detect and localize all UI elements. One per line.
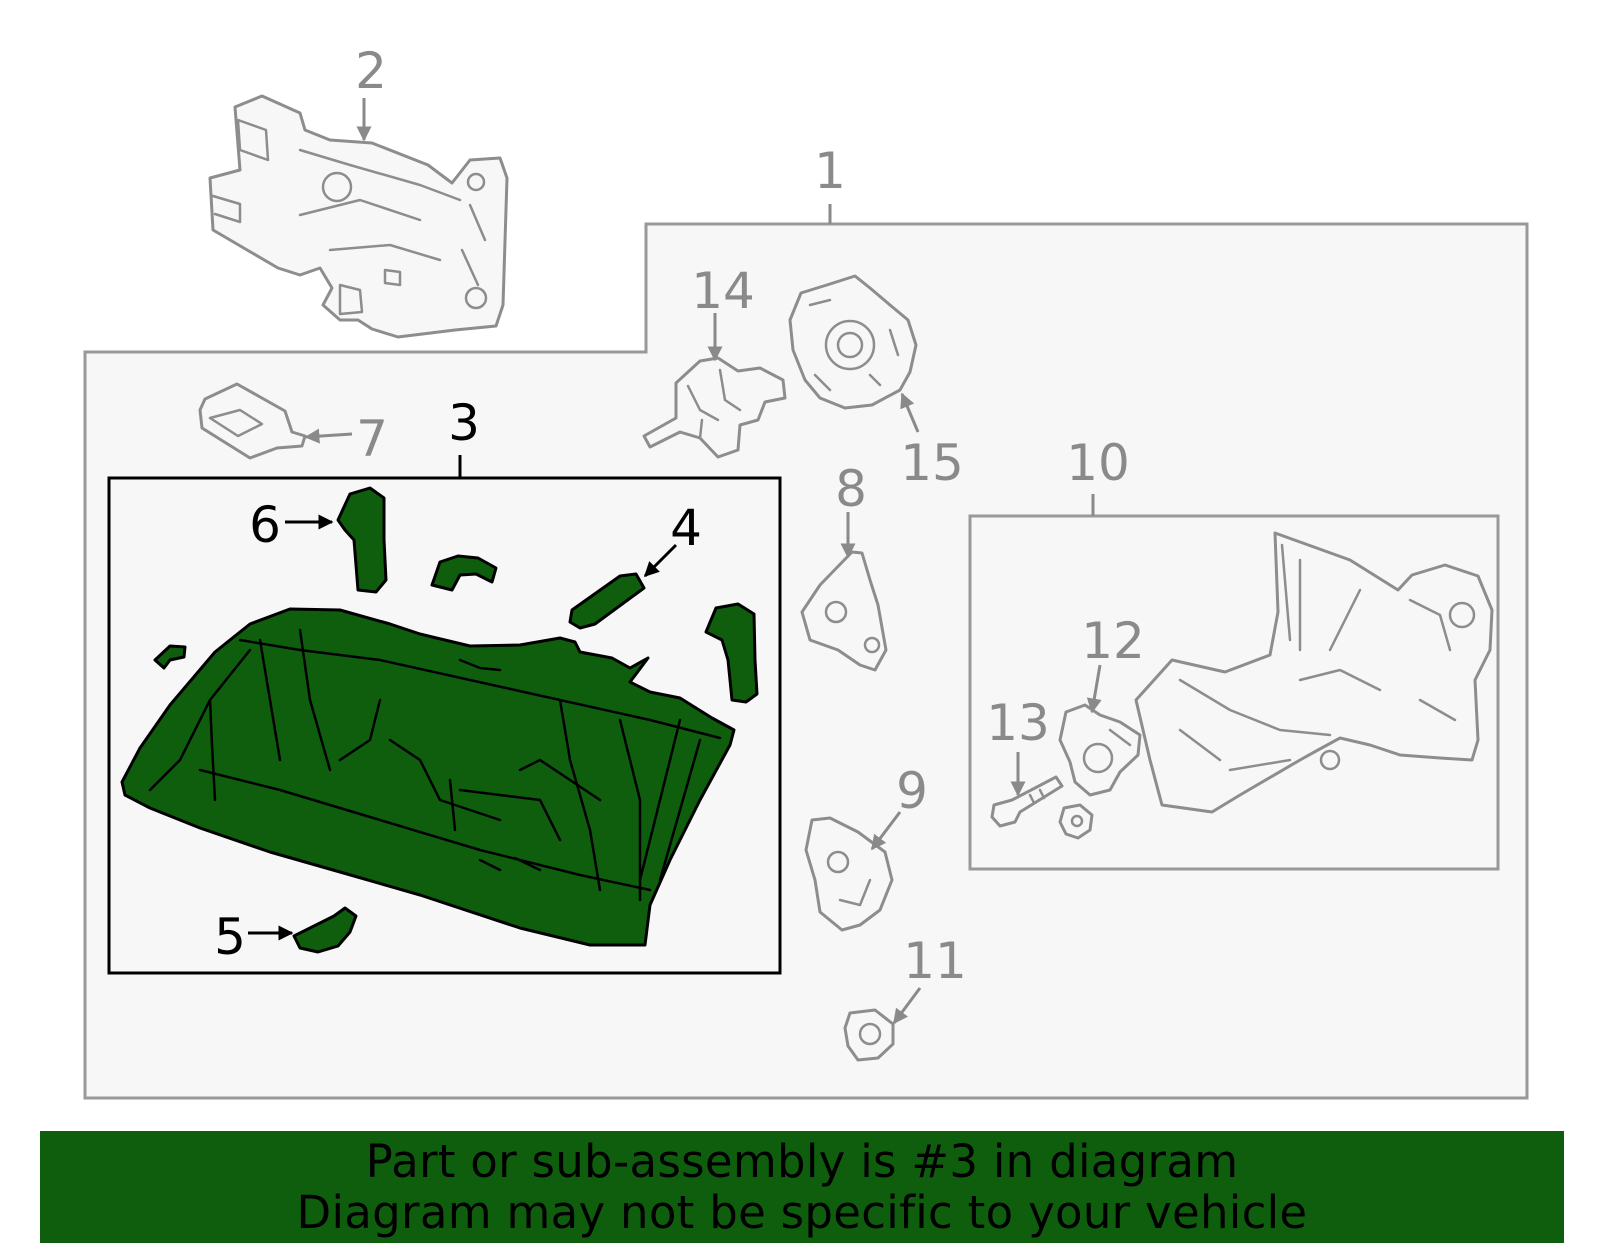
subassembly-frame-3: 3 6 4 5: [107, 394, 782, 975]
callout-6: 6: [249, 496, 281, 554]
part-15-socket: 15: [788, 274, 964, 492]
callout-3: 3: [448, 394, 480, 452]
callout-10: 10: [1066, 434, 1130, 492]
callout-14: 14: [691, 262, 755, 320]
callout-1: 1: [814, 142, 846, 200]
part-8-bracket: 8: [800, 460, 888, 672]
callout-12: 12: [1081, 612, 1145, 670]
callout-11: 11: [903, 932, 967, 990]
callout-5: 5: [214, 908, 246, 966]
callout-13: 13: [986, 694, 1050, 752]
part-2-bracket: 2: [208, 42, 509, 339]
banner-line-1: Part or sub-assembly is #3 in diagram: [365, 1135, 1239, 1188]
part-9-bracket: 9: [804, 762, 928, 932]
callout-15: 15: [900, 434, 964, 492]
subassembly-frame-10: 10 12 13: [968, 434, 1500, 871]
callout-2: 2: [355, 42, 387, 100]
part-3-headlamp-housing: [120, 607, 736, 947]
callout-7: 7: [356, 410, 388, 468]
part-11-clip: 11: [843, 932, 967, 1062]
part-4-tube: 4: [568, 499, 702, 630]
callout-4: 4: [670, 499, 702, 557]
hose-pieces: [153, 554, 759, 704]
callout-9: 9: [896, 762, 928, 820]
part-5-hose: 5: [214, 906, 358, 966]
banner-line-2: Diagram may not be specific to your vehi…: [296, 1186, 1308, 1239]
part-14-bulb: 14: [642, 262, 787, 459]
part-7-connector: 7: [198, 382, 388, 468]
callout-8: 8: [835, 460, 867, 518]
part-6-hose: 6: [249, 486, 388, 594]
info-banner: Part or sub-assembly is #3 in diagram Di…: [40, 1131, 1564, 1243]
